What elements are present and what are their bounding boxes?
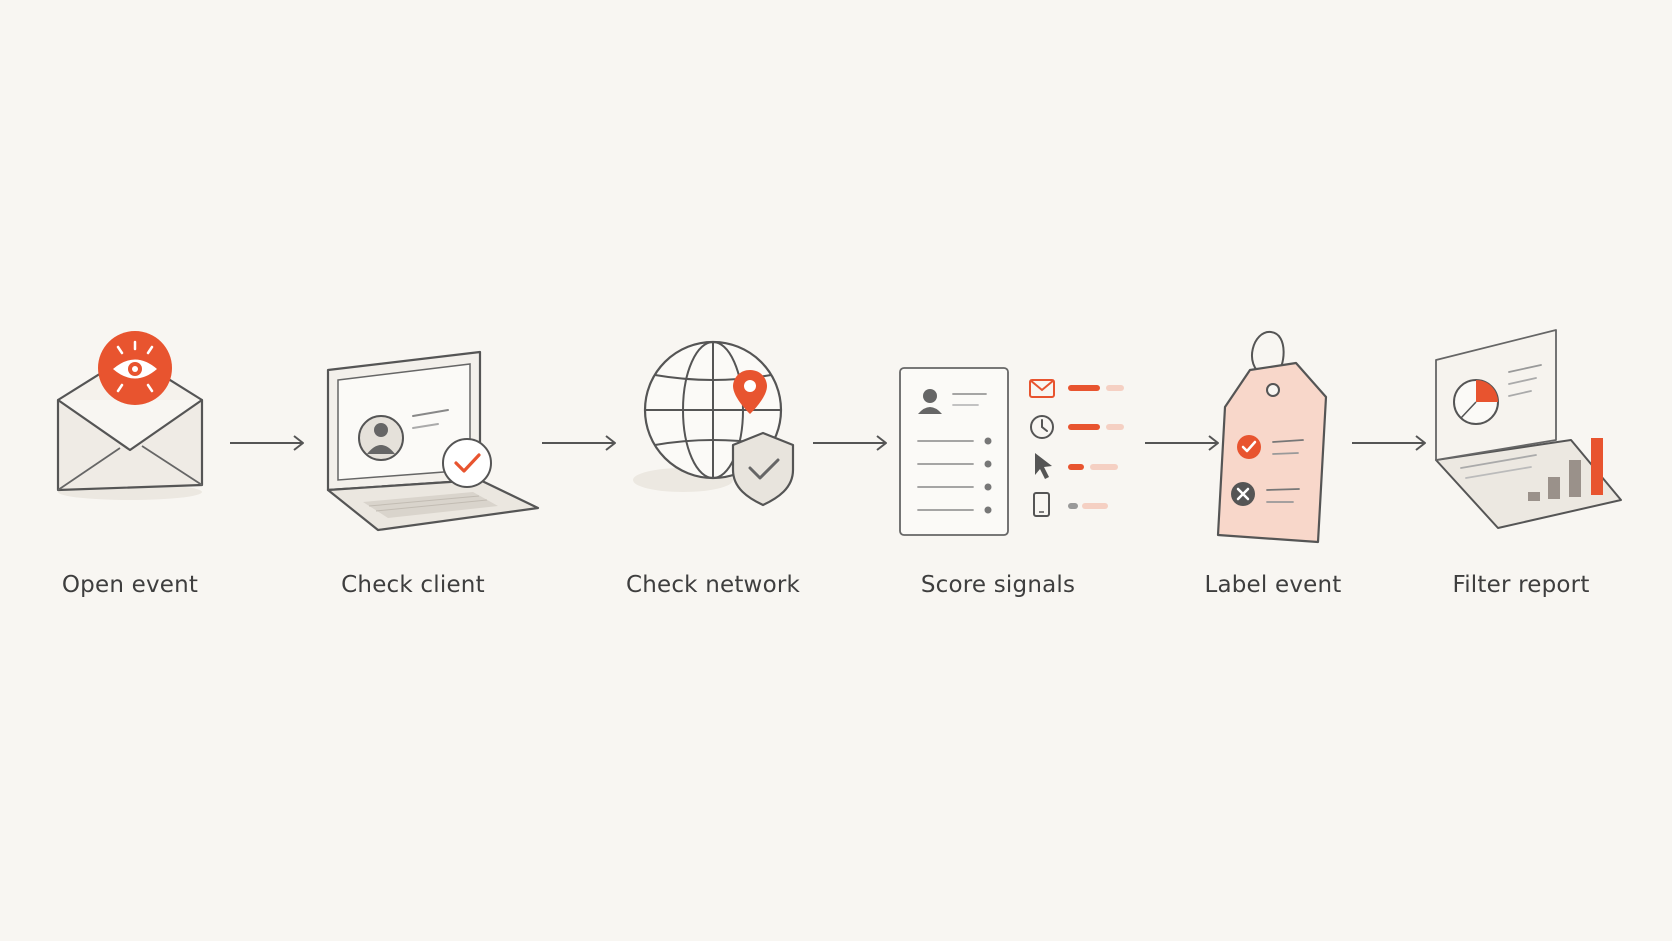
arrow-right-icon <box>1352 435 1426 451</box>
step-check-network: Check network <box>583 330 843 610</box>
step-label-event: Label event <box>1143 330 1403 610</box>
arrow-right-icon <box>1145 435 1219 451</box>
step-label: Open event <box>61 572 199 598</box>
laptop-check-icon <box>326 350 540 532</box>
step-label: Check client <box>341 572 485 598</box>
tag-icon <box>1216 331 1328 544</box>
arrow-right-icon <box>542 435 616 451</box>
scorecard-icon <box>899 367 1124 536</box>
step-label: Label event <box>1204 572 1342 598</box>
globe-shield-icon <box>633 340 795 507</box>
step-score-signals: Score signals <box>868 330 1128 610</box>
step-label: Score signals <box>920 572 1076 598</box>
arrow-right-icon <box>813 435 887 451</box>
envelope-eye-icon <box>56 331 204 500</box>
step-open-event: Open event <box>0 330 260 610</box>
arrow-right-icon <box>230 435 304 451</box>
step-check-client: Check client <box>283 330 543 610</box>
step-label: Check network <box>625 572 801 598</box>
report-chart-icon <box>1435 329 1622 529</box>
step-filter-report: Filter report <box>1391 329 1651 610</box>
step-label: Filter report <box>1452 572 1590 598</box>
